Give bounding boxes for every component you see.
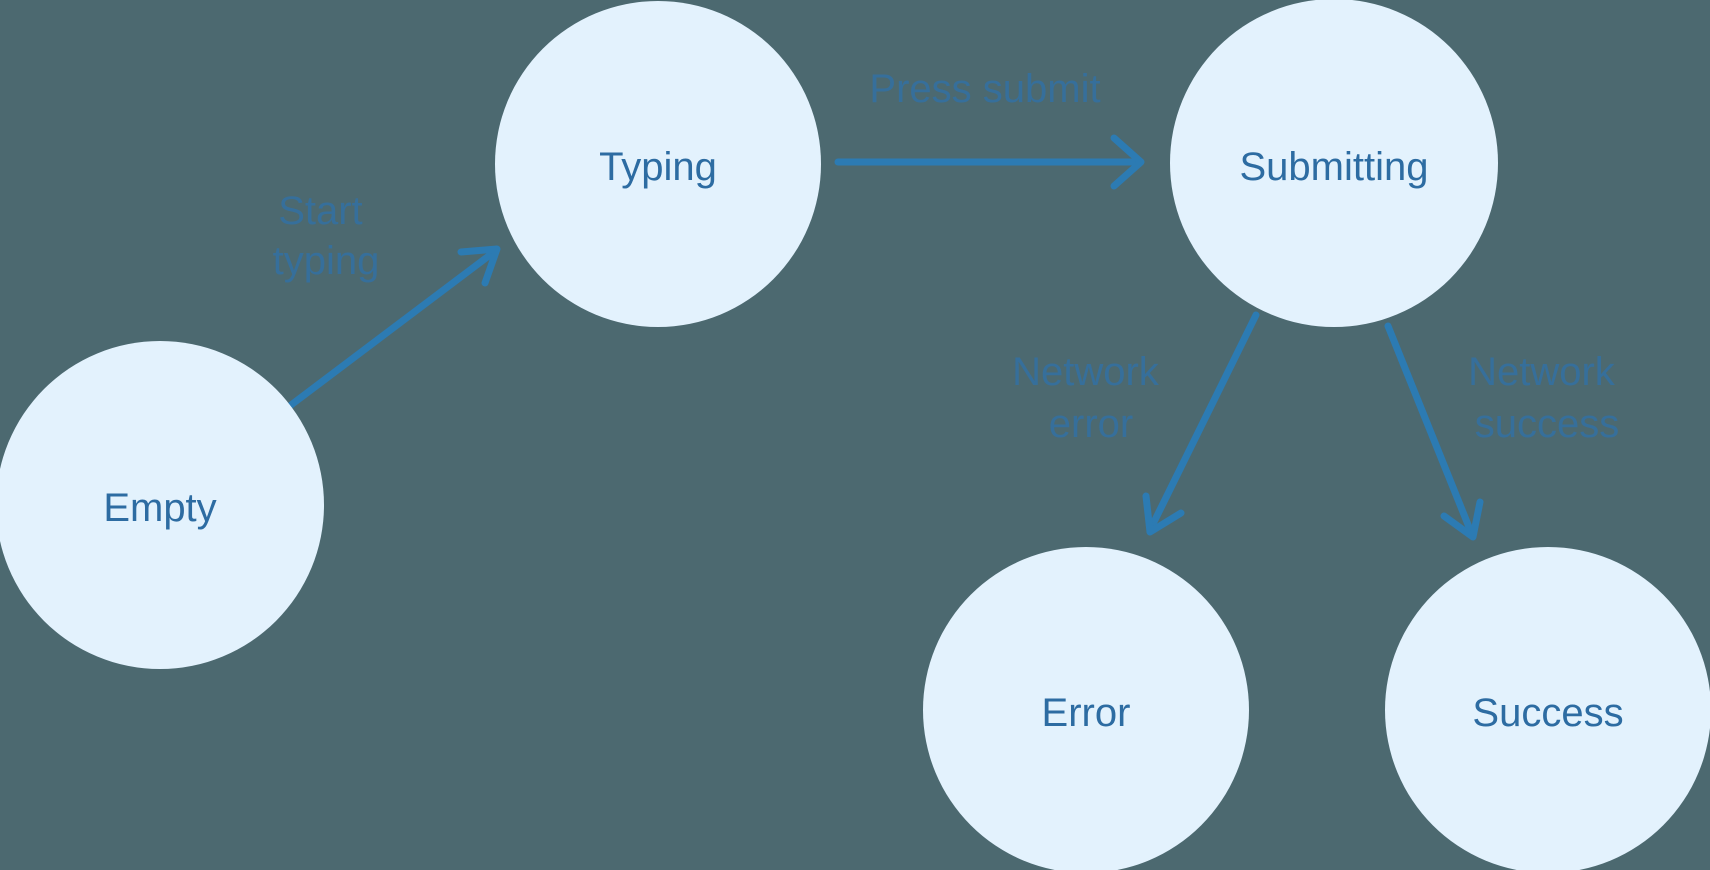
state-label-empty: Empty: [103, 486, 216, 530]
transition-label-start-typing: Start typing: [273, 189, 380, 283]
arrow-line-start-typing: [287, 248, 498, 409]
arrow-head-icon: [457, 245, 501, 287]
arrow-head-icon: [1142, 492, 1185, 536]
state-circle-empty: [0, 341, 324, 669]
state-node-submitting: Submitting: [1170, 0, 1498, 327]
transition-label-network-success: Network success: [1468, 350, 1626, 446]
transition-label-line: Network: [1468, 350, 1616, 394]
state-label-submitting: Submitting: [1240, 145, 1429, 189]
transition-label-line: error: [1049, 402, 1133, 446]
state-circle-success: [1385, 547, 1710, 870]
transition-label-line: typing: [273, 239, 380, 283]
state-circle-submitting: [1170, 0, 1498, 327]
transition-typing-submitting: Press submit: [834, 67, 1145, 190]
state-node-typing: Typing: [495, 1, 821, 327]
transition-submitting-success: Network success: [1384, 322, 1626, 541]
transition-label-line: Network: [1012, 350, 1160, 394]
state-node-empty: Empty: [0, 341, 324, 669]
transition-empty-typing: Start typing: [273, 189, 501, 409]
state-label-error: Error: [1042, 691, 1131, 735]
transition-label-press-submit: Press submit: [869, 67, 1100, 111]
transition-label-line: Start: [278, 189, 362, 233]
transition-submitting-error: Network error: [1012, 311, 1260, 536]
arrow-line-network-error: [1148, 311, 1260, 530]
state-circle-typing: [495, 1, 821, 327]
state-node-error: Error: [923, 547, 1249, 870]
state-node-success: Success: [1385, 547, 1710, 870]
arrow-head-icon: [1110, 134, 1145, 190]
state-label-success: Success: [1472, 691, 1623, 735]
transition-label-network-error: Network error: [1012, 350, 1170, 446]
state-label-typing: Typing: [599, 145, 717, 189]
arrow-head-icon: [1440, 498, 1484, 541]
transition-label-line: success: [1475, 402, 1620, 446]
state-circle-error: [923, 547, 1249, 870]
arrow-line-network-success: [1384, 322, 1475, 536]
